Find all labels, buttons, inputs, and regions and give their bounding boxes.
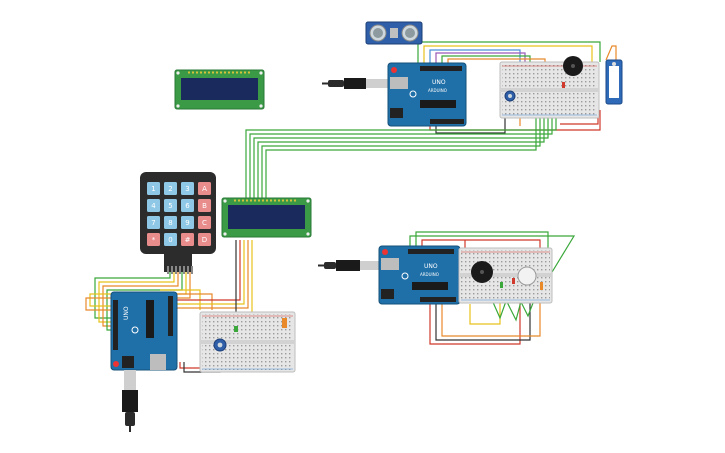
board-label-arduino: ARDUINO xyxy=(428,88,447,93)
potentiometer-icon[interactable] xyxy=(504,90,516,102)
keypad-key-label: 4 xyxy=(151,202,156,210)
keypad-key-label: 2 xyxy=(168,185,172,193)
keypad-key-label: 5 xyxy=(168,202,172,210)
keypad-key[interactable]: A xyxy=(198,182,211,195)
keypad-key-label: 3 xyxy=(185,185,189,193)
keypad-key[interactable]: C xyxy=(198,216,211,229)
keypad-key[interactable]: B xyxy=(198,199,211,212)
keypad-key[interactable]: 1 xyxy=(147,182,160,195)
keypad-key-label: D xyxy=(202,236,207,244)
arduino-uno-top[interactable]: UNO ARDUINO xyxy=(322,62,467,127)
arduino-uno-bottom-right[interactable]: UNO ARDUINO xyxy=(318,245,461,305)
board-label-uno-left: UNO xyxy=(123,306,130,320)
lcd-display-icon[interactable] xyxy=(221,197,312,238)
keypad-key[interactable]: 9 xyxy=(181,216,194,229)
keypad-key-label: 0 xyxy=(168,236,172,244)
keypad-key-label: 8 xyxy=(168,219,172,227)
keypad-key[interactable]: 0 xyxy=(164,233,177,246)
keypad-key[interactable]: 3 xyxy=(181,182,194,195)
led-icon xyxy=(512,278,515,284)
led-icon xyxy=(234,326,238,332)
potentiometer-icon[interactable] xyxy=(213,338,227,352)
led-icon xyxy=(562,82,565,88)
breadboard-bottom-left[interactable] xyxy=(199,311,296,373)
keypad-keys: 1 2 3 A 4 5 6 B 7 8 9 C * 0 # D xyxy=(147,182,211,246)
keypad-key-label: 9 xyxy=(185,219,189,227)
pir-sensor[interactable] xyxy=(517,266,537,286)
keypad-key[interactable]: 2 xyxy=(164,182,177,195)
keypad-key-label: B xyxy=(202,202,207,210)
servo-icon[interactable] xyxy=(605,59,623,105)
buzzer-icon[interactable] xyxy=(471,261,493,283)
ultrasonic-sensor-icon[interactable] xyxy=(365,21,423,45)
keypad-key[interactable]: 4 xyxy=(147,199,160,212)
keypad-key[interactable]: 8 xyxy=(164,216,177,229)
wires-bus-green xyxy=(245,118,557,200)
board-label-uno: UNO xyxy=(432,79,446,86)
keypad-key[interactable]: D xyxy=(198,233,211,246)
led-icon xyxy=(500,282,503,288)
keypad-key[interactable]: # xyxy=(181,233,194,246)
keypad-key[interactable]: 6 xyxy=(181,199,194,212)
usb-cable-icon xyxy=(322,78,390,89)
keypad-key-label: * xyxy=(152,236,156,244)
usb-cable-icon xyxy=(122,370,138,432)
keypad-key[interactable]: 5 xyxy=(164,199,177,212)
breadboard-top[interactable] xyxy=(499,61,600,119)
keypad-key[interactable]: 7 xyxy=(147,216,160,229)
keypad-key-label: 6 xyxy=(185,202,190,210)
board-label-arduino-right: ARDUINO xyxy=(420,272,439,277)
keypad-icon[interactable]: 1 2 3 A 4 5 6 B 7 8 9 C * 0 # D xyxy=(140,172,216,274)
keypad-key-label: 7 xyxy=(151,219,155,227)
lcd-display-unconnected[interactable] xyxy=(174,69,265,110)
buzzer-icon[interactable] xyxy=(563,56,583,76)
arduino-uno-bottom-left[interactable]: UNO xyxy=(110,291,178,432)
resistor xyxy=(540,282,543,290)
keypad-key-label: C xyxy=(202,219,207,227)
keypad-key[interactable]: * xyxy=(147,233,160,246)
keypad-key-label: 1 xyxy=(151,185,155,193)
board-label-uno-right: UNO xyxy=(424,263,438,270)
keypad-key-label: A xyxy=(202,185,207,193)
keypad-key-label: # xyxy=(185,236,191,244)
resistor xyxy=(282,318,287,328)
breadboard-bottom-right[interactable] xyxy=(458,247,553,304)
usb-cable-icon xyxy=(318,260,382,271)
